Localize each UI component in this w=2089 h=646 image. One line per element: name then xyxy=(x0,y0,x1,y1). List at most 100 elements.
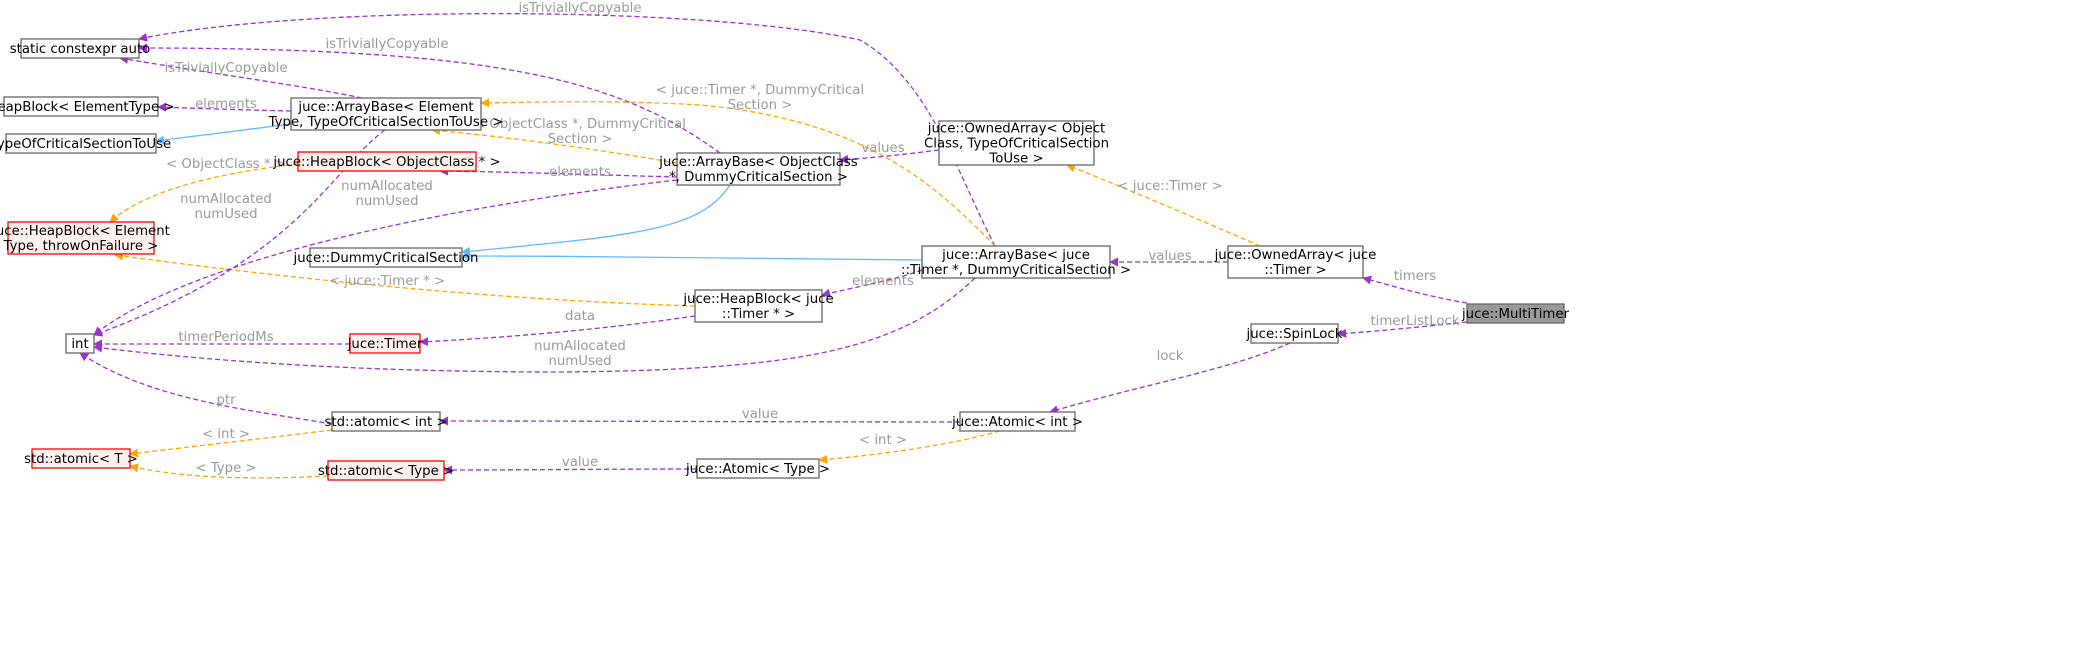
edge-inherit-19 xyxy=(461,251,923,261)
edges xyxy=(79,12,1468,479)
edge-template-17 xyxy=(129,429,333,458)
edge-template-7 xyxy=(480,98,996,247)
node-box xyxy=(7,221,155,255)
edge-member-3 xyxy=(157,102,292,112)
edge-member-2 xyxy=(119,54,363,99)
node-label: HeapBlock< ElementType > xyxy=(0,100,175,115)
edge-member-27 xyxy=(93,179,678,336)
edge-member-8 xyxy=(839,149,940,164)
node-std-atomic-type[interactable]: std::atomic< Type > xyxy=(318,460,454,481)
edge-template-29 xyxy=(109,163,299,223)
edge-label-ptr: ptr xyxy=(216,393,236,408)
edge-member-25 xyxy=(79,352,333,425)
edge-member-11 xyxy=(1362,275,1468,304)
edge-labels: isTriviallyCopyableisTriviallyCopyableis… xyxy=(164,1,1459,476)
node-box xyxy=(676,152,841,186)
node-std-atomic-t[interactable]: std::atomic< T > xyxy=(24,448,138,469)
node-label: juce::ArrayBase< ObjectClass*, DummyCrit… xyxy=(658,155,857,185)
edge-label-lock: lock xyxy=(1157,349,1184,364)
node-box xyxy=(696,458,820,479)
node-box xyxy=(290,97,482,131)
node-juce-atomic-int[interactable]: juce::Atomic< int > xyxy=(951,411,1083,432)
node-juce-timer[interactable]: juce::Timer xyxy=(347,333,423,354)
edge-template-18 xyxy=(129,463,329,479)
node-juce-atomic-type[interactable]: juce::Atomic< Type > xyxy=(685,458,830,479)
edge-label-object_class_ptr: < ObjectClass * > xyxy=(166,157,286,172)
edge-member-14 xyxy=(439,416,961,426)
node-int[interactable]: int xyxy=(65,333,95,354)
node-juce-dummycriticalsection[interactable]: juce::DummyCriticalSection xyxy=(293,247,479,268)
edge-label-type_tmpl: < Type > xyxy=(195,461,256,476)
node-label: std::atomic< int > xyxy=(324,415,447,430)
node-label: juce::OwnedArray< juce::Timer > xyxy=(1214,248,1377,278)
node-juce-ownedarray-timer[interactable]: juce::OwnedArray< juce::Timer > xyxy=(1214,245,1377,279)
node-label: juce::DummyCriticalSection xyxy=(293,251,479,266)
edge-label-data: data xyxy=(565,309,595,324)
node-label: static constexpr auto xyxy=(10,42,151,57)
edge-label-int_tmpl: < int > xyxy=(202,427,250,442)
node-juce-arraybase-timer[interactable]: juce::ArrayBase< juce::Timer *, DummyCri… xyxy=(901,245,1131,279)
node-box xyxy=(297,151,477,172)
edge-member-28 xyxy=(93,129,386,337)
node-typeofcriticalsectiontouse[interactable]: TypeOfCriticalSectionToUse xyxy=(0,133,171,154)
edge-label-timers: timers xyxy=(1394,269,1437,284)
edge-label-juce_timer_tmpl: < juce::Timer > xyxy=(1117,179,1222,194)
node-label: juce::HeapBlock< ObjectClass * > xyxy=(272,155,500,170)
node-box xyxy=(1250,323,1339,344)
node-heapblock-elementtype[interactable]: HeapBlock< ElementType > xyxy=(0,96,175,117)
edge-label-is_trivially_copyable: isTriviallyCopyable xyxy=(518,1,641,16)
node-juce-spinlock[interactable]: juce::SpinLock xyxy=(1246,323,1343,344)
edge-inherit-20 xyxy=(461,184,731,256)
node-label: juce::ArrayBase< juce::Timer *, DummyCri… xyxy=(901,248,1131,278)
edge-member-21 xyxy=(821,269,923,298)
node-box xyxy=(5,133,157,154)
edge-template-22 xyxy=(114,251,696,307)
node-box xyxy=(921,245,1111,279)
edge-member-23 xyxy=(419,315,696,347)
edge-member-0 xyxy=(138,12,996,247)
node-juce-arraybase-objectclass[interactable]: juce::ArrayBase< ObjectClass*, DummyCrit… xyxy=(658,152,858,186)
node-box xyxy=(1227,245,1364,279)
node-box xyxy=(959,411,1076,432)
edge-label-is_trivially_copyable: isTriviallyCopyable xyxy=(164,61,287,76)
node-juce-multitimer[interactable]: juce::MultiTimer xyxy=(1461,303,1570,324)
edge-label-values: values xyxy=(1148,249,1191,264)
node-box xyxy=(331,411,441,432)
node-juce-heapblock-objectclass[interactable]: juce::HeapBlock< ObjectClass * > xyxy=(272,151,501,172)
edge-inherit-4 xyxy=(155,123,292,145)
edge-label-elements: elements xyxy=(549,165,611,180)
node-label: TypeOfCriticalSectionToUse xyxy=(0,137,171,152)
node-box xyxy=(694,289,823,323)
edge-label-timer_list_lock: timerListLock xyxy=(1370,314,1459,329)
edge-label-values: values xyxy=(861,141,904,156)
node-box xyxy=(31,448,131,469)
node-juce-heapblock-timer[interactable]: juce::HeapBlock< juce::Timer * > xyxy=(682,289,834,323)
edge-template-16 xyxy=(818,430,1001,464)
node-box xyxy=(309,247,463,268)
node-static-constexpr-auto[interactable]: static constexpr auto xyxy=(10,38,151,59)
node-box xyxy=(327,460,445,481)
node-std-atomic-int[interactable]: std::atomic< int > xyxy=(324,411,448,432)
edge-member-1 xyxy=(138,43,721,154)
edge-label-timer_period_ms: timerPeriodMs xyxy=(178,330,273,345)
edge-label-elements: elements xyxy=(852,274,914,289)
edge-label-value: value xyxy=(742,407,778,422)
node-label: juce::Timer xyxy=(347,337,423,352)
node-label: juce::SpinLock xyxy=(1246,327,1343,342)
edge-label-value: value xyxy=(562,455,598,470)
edge-member-26 xyxy=(93,277,976,373)
edge-template-10 xyxy=(1066,163,1261,247)
